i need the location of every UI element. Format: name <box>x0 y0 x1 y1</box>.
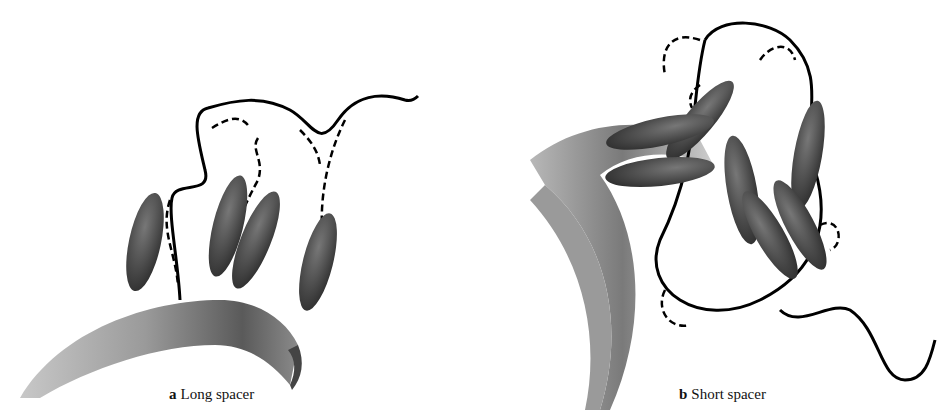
panel-letter: b <box>679 386 687 402</box>
panel-caption: aLong spacer <box>169 386 254 403</box>
panel-title: Long spacer <box>181 386 255 402</box>
panel-title: Short spacer <box>691 386 766 402</box>
mesogen <box>119 172 345 314</box>
surface-sheet <box>20 300 302 398</box>
polymer-backbone <box>656 23 935 380</box>
panel-letter: a <box>169 386 177 402</box>
polymer-backbone <box>171 96 418 300</box>
spacer-chain <box>662 37 839 325</box>
mesogen <box>603 73 836 286</box>
panel-caption: bShort spacer <box>679 386 766 403</box>
